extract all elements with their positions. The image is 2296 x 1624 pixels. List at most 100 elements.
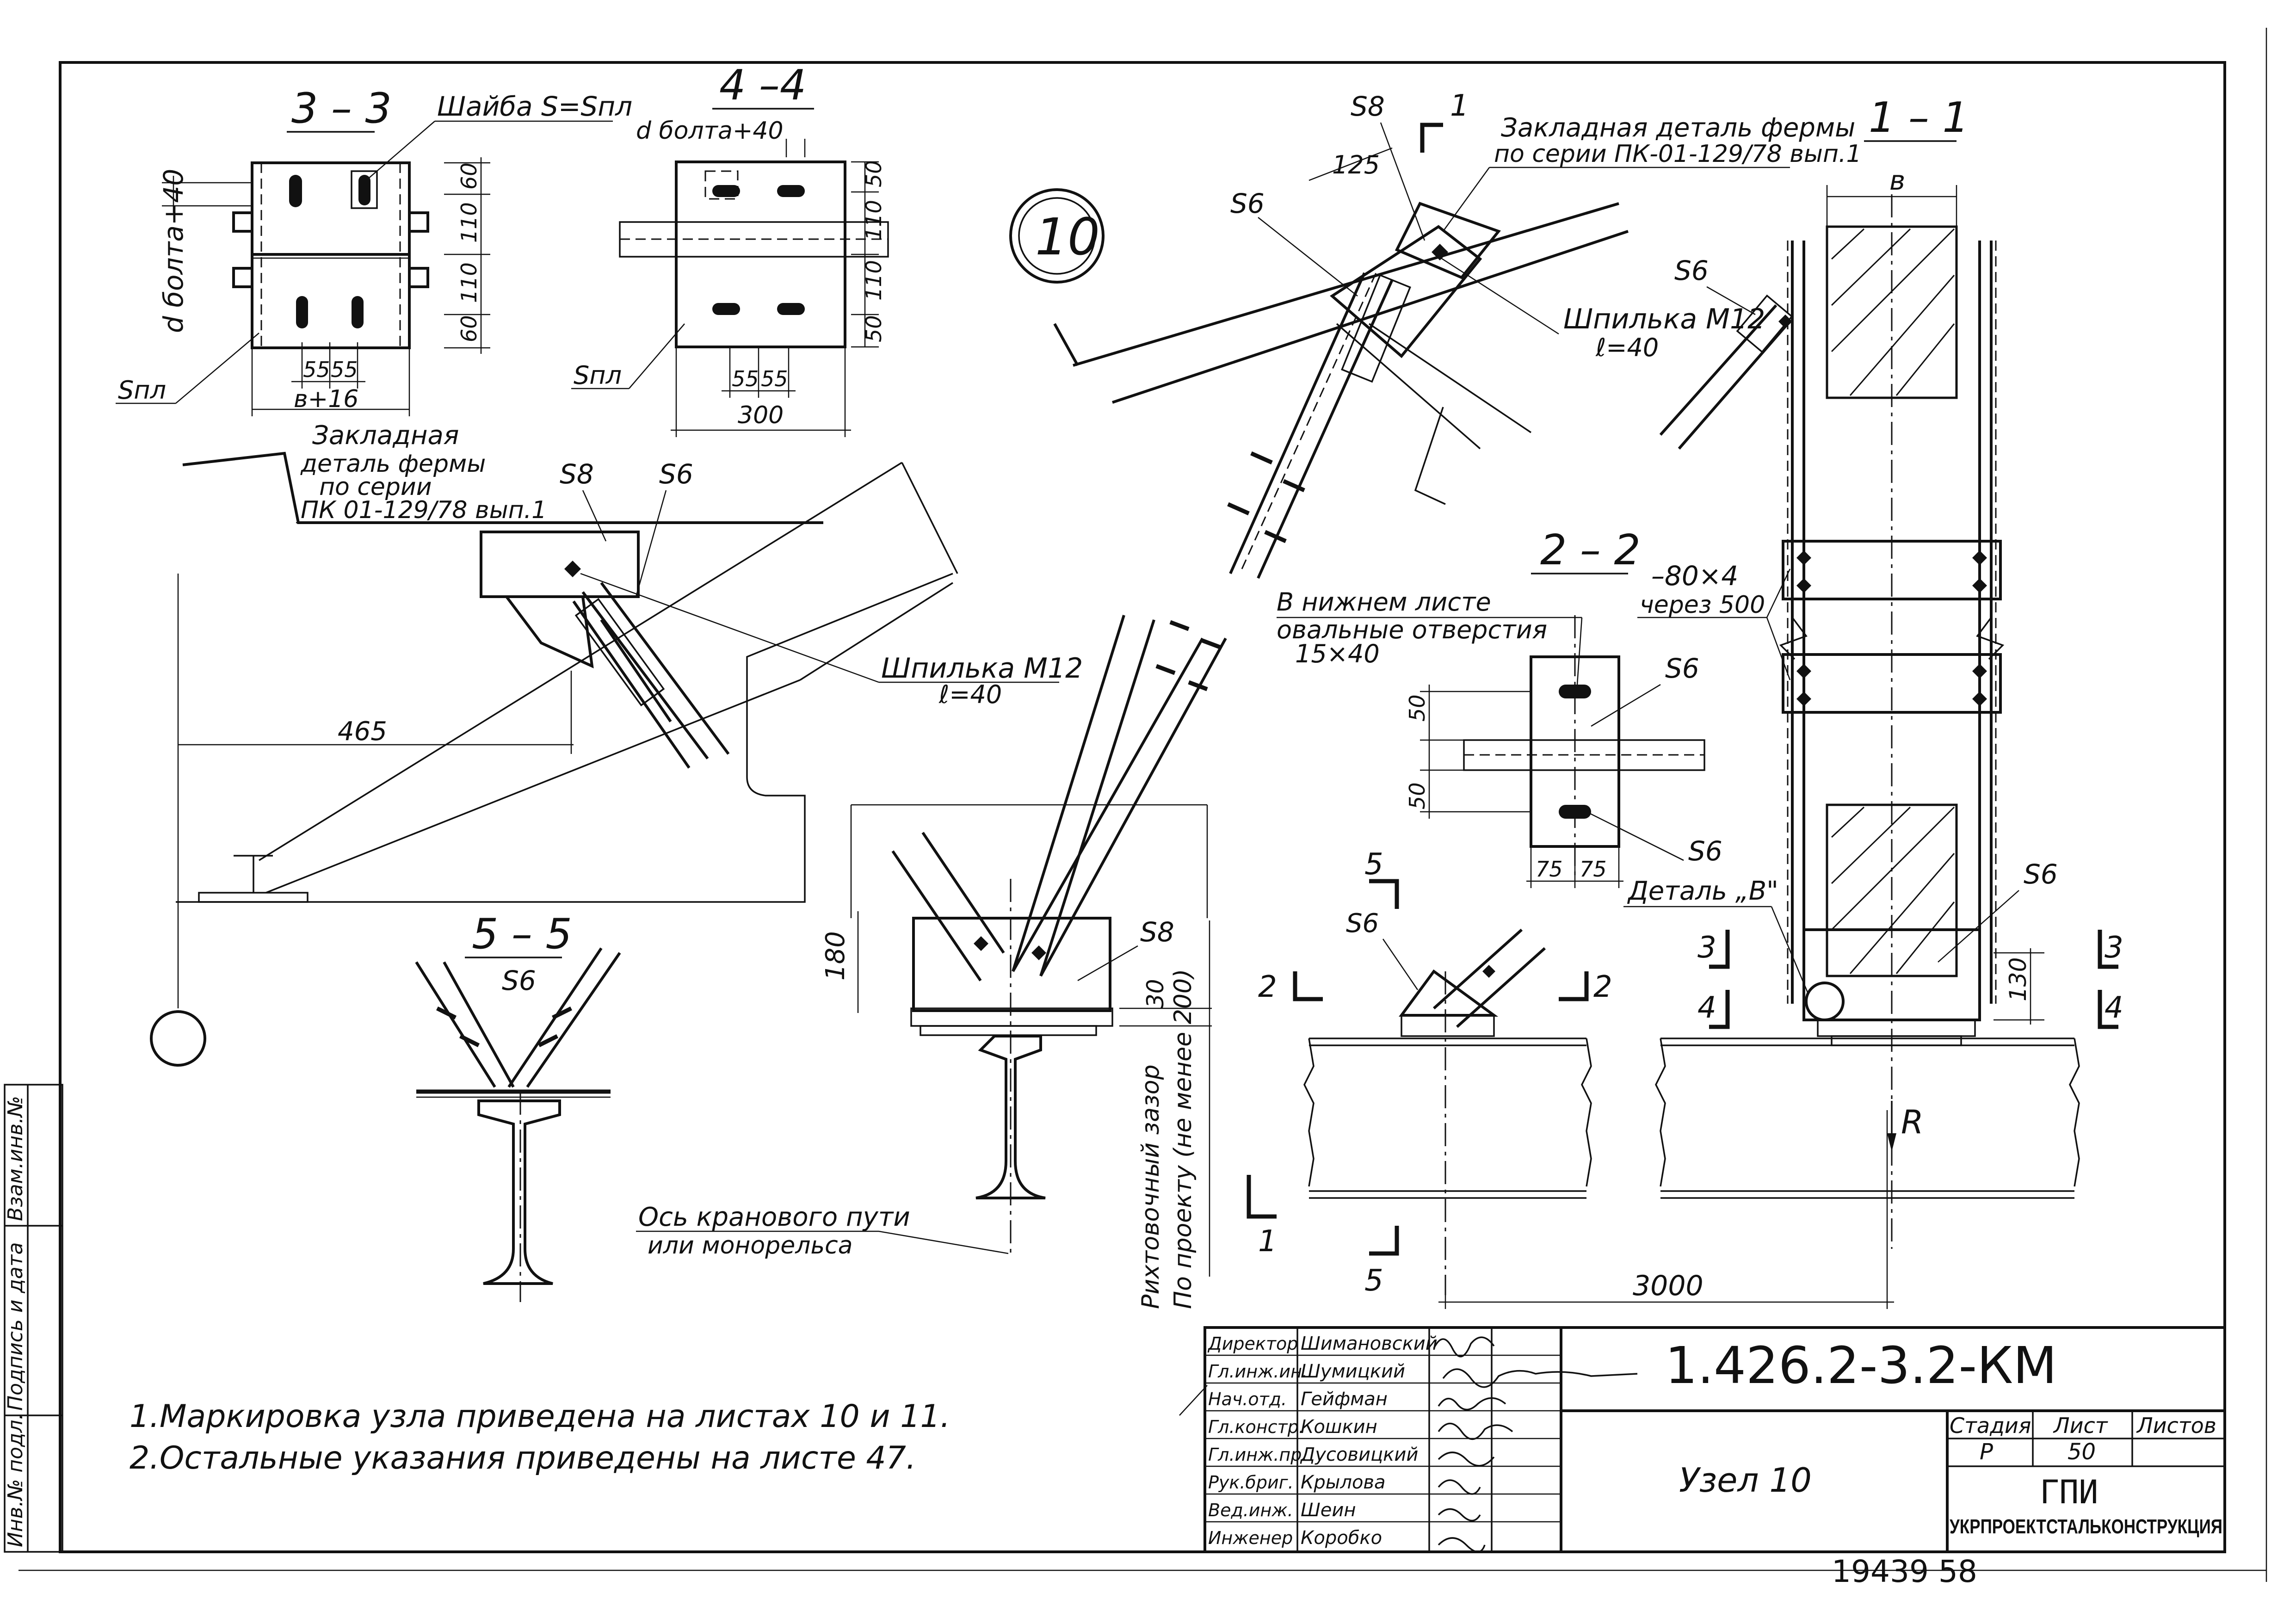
side-stamp-vzam: Взам.инв.№	[4, 1096, 27, 1221]
title-block: Директор Шимановский Гл.инж.ин. Шумицкий…	[1179, 1326, 2226, 1553]
left-s8: S8	[560, 458, 594, 490]
sig-role-3: Гл.констр.	[1208, 1417, 1304, 1437]
section-4-4-bolt-dim: d болта+40	[636, 117, 784, 145]
section-1-1-d130: 130	[2005, 957, 2031, 1001]
section-4-4-width: 300	[738, 401, 784, 429]
left-embed2-l4: ПК 01-129/78 вып.1	[301, 496, 547, 524]
left-s6: S6	[659, 458, 693, 490]
left-embed2-l3: по серии	[319, 473, 432, 501]
sig-name-0: Шимановский	[1301, 1333, 1438, 1354]
section-3-3-d60a: 60	[457, 162, 481, 190]
section-2-2-d75b: 75	[1580, 857, 1607, 882]
node-marker: 10	[1009, 188, 1105, 284]
sig-role-2: Нач.отд.	[1208, 1389, 1287, 1409]
sheets-label: Листов	[2136, 1413, 2216, 1438]
section-3-3-d110a: 110	[457, 202, 481, 243]
note-1: 1.Маркировка узла приведена на листах 10…	[130, 1398, 950, 1435]
sig-name-5: Крылова	[1301, 1472, 1386, 1493]
sig-name-7: Коробко	[1301, 1527, 1382, 1549]
sheet-border	[59, 61, 2226, 1553]
stage-value: Р	[1980, 1439, 1993, 1465]
cut5-top-label: 5	[1364, 847, 1383, 882]
section-3-3-width: в+16	[294, 385, 358, 413]
section-4-4-d110a: 110	[861, 200, 886, 241]
cut4-left-label: 4	[1697, 991, 1716, 1025]
cut3-right-label: 3	[2105, 931, 2123, 965]
section-4-4-plate: Sпл	[574, 361, 622, 390]
section-2-2-note-l3: 15×40	[1295, 639, 1380, 668]
bottom-s8: S8	[1140, 916, 1174, 948]
sig-name-2: Гейфман	[1301, 1389, 1388, 1410]
side-stamp-podpis: Подпись и дата	[4, 1242, 27, 1411]
truss-upper-node: S8 S6 125 1 Закладная деталь фермы по се…	[1053, 89, 1862, 579]
section-3-3-d110b: 110	[457, 262, 481, 303]
notes: 1.Маркировка узла приведена на листах 10…	[130, 1398, 950, 1476]
section-2-2-title: 2 – 2	[1540, 526, 1641, 574]
section-4-4-d110b: 110	[861, 260, 886, 301]
section-2-2-note-l2: овальные отверстия	[1277, 615, 1547, 644]
section-3-3-d55b: 55	[331, 357, 358, 382]
sheet-label: Лист	[2053, 1413, 2108, 1438]
cut4-right-label: 4	[2105, 991, 2123, 1025]
cut1-bottom-label: 1	[1258, 1224, 1277, 1259]
stage-label: Стадия	[1950, 1413, 2031, 1438]
main-stud-len: ℓ=40	[1595, 333, 1659, 362]
section-3-3-d55a: 55	[303, 357, 330, 382]
section-4-4-d55a: 55	[732, 366, 759, 391]
bottom-axis-l1: Ось кранового пути	[638, 1202, 910, 1232]
section-3-3-washer: Шайба S=Sпл	[437, 91, 632, 122]
doc-code: 1.426.2-3.2-КМ	[1665, 1336, 2057, 1395]
org-logo: ГПИ	[2040, 1473, 2098, 1511]
section-1-1-s6b: S6	[2024, 858, 2058, 890]
sig-name-6: Шеин	[1301, 1500, 1356, 1521]
sig-role-1: Гл.инж.ин.	[1208, 1361, 1308, 1382]
crane-beam-view: 5 S6 2 2 1 5 3000	[1247, 847, 2080, 1309]
sig-role-4: Гл.инж.пр.	[1208, 1445, 1307, 1465]
section-3-3-d60b: 60	[457, 315, 481, 342]
side-stamp: Взам.инв.№ Подпись и дата Инв.№ подл.	[4, 1084, 63, 1553]
section-1-1-detail: Деталь „В"	[1627, 876, 1778, 906]
section-5-5-s6: S6	[502, 965, 536, 996]
section-2-2-d50a: 50	[1405, 694, 1430, 722]
doc-title: Узел 10	[1679, 1461, 1812, 1500]
section-1-1-b: в	[1889, 165, 1905, 196]
section-1-1-strip: –80×4	[1651, 560, 1738, 592]
sig-role-7: Инженер	[1208, 1528, 1293, 1548]
side-stamp-inv: Инв.№ подл.	[4, 1413, 27, 1547]
main-embed-l2: по серии ПК-01-129/78 вып.1	[1494, 140, 1862, 168]
dim-3000: 3000	[1633, 1270, 1703, 1302]
signature-scribbles	[1179, 1336, 1638, 1553]
archive-number: 19439 58	[1832, 1554, 1977, 1589]
section-1-1-s6a: S6	[1674, 255, 1709, 286]
section-3-3-bolt-dim: d болта+40	[158, 169, 189, 333]
left-stud: Шпилька М12	[881, 652, 1083, 685]
section-4-4-d50b: 50	[861, 315, 886, 342]
section-5-5: 5 – 5 S6	[415, 910, 621, 1302]
truss-bottom-node: 180 S8 30 Рихтовочный зазор По проекту (…	[636, 615, 1227, 1309]
section-2-2-s6b: S6	[1688, 835, 1722, 867]
section-5-5-title: 5 – 5	[472, 910, 572, 958]
left-embed2-l1: Закладная	[312, 420, 459, 451]
main-embed-l1: Закладная деталь фермы	[1501, 113, 1855, 143]
cut3-left-label: 3	[1697, 931, 1716, 965]
section-3-3: 3 – 3 Шайба S=Sпл d болта+40 60 110 110 …	[116, 84, 632, 416]
section-1-1: 1 – 1 в –80×4 через 500 S6 Деталь „В"	[1623, 93, 2123, 1249]
org-name: УКРПРОЕКТСТАЛЬКОНСТРУКЦИЯ	[1950, 1515, 2222, 1538]
section-2-2-note-l1: В нижнем листе	[1277, 587, 1491, 617]
main-stud: Шпилька М12	[1563, 303, 1765, 335]
left-embed2-l2: деталь фермы	[300, 450, 486, 478]
sig-name-4: Дусовицкий	[1300, 1444, 1418, 1465]
section-2-2-d50b: 50	[1405, 782, 1430, 809]
section-2-2-d75a: 75	[1536, 857, 1563, 882]
section-1-1-strip-step: через 500	[1640, 591, 1765, 619]
sheet-value: 50	[2068, 1439, 2096, 1465]
section-1-1-r: R	[1901, 1103, 1924, 1141]
sig-role-5: Рук.бриг.	[1208, 1472, 1294, 1493]
cut2-left-label: 2	[1258, 970, 1277, 1004]
main-d125: 125	[1332, 150, 1380, 179]
cut2-right-label: 2	[1593, 970, 1612, 1004]
node-number: 10	[1035, 207, 1100, 266]
section-4-4-title: 4 –4	[719, 61, 806, 110]
section-1-1-title: 1 – 1	[1869, 93, 1969, 142]
